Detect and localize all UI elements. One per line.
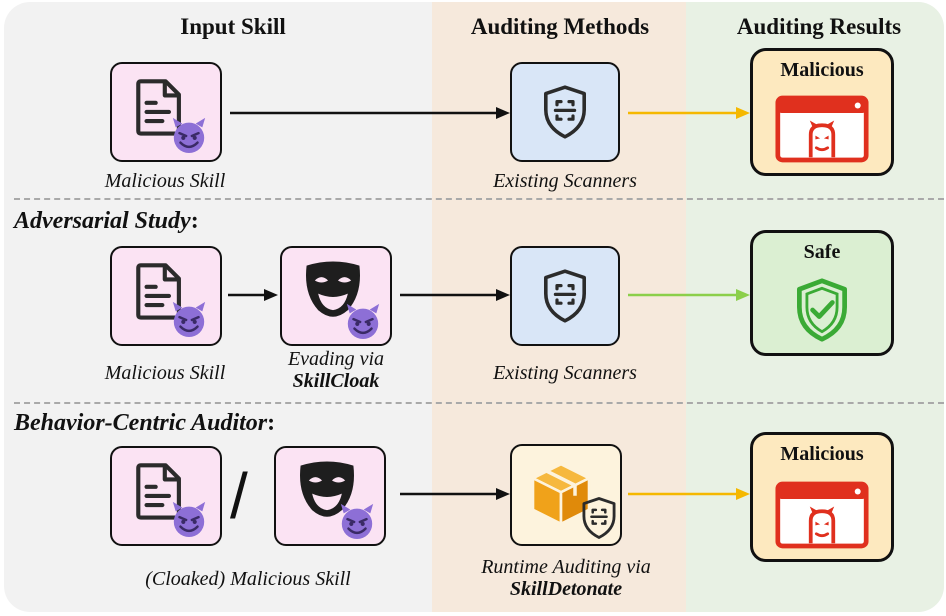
shield-scan-icon bbox=[580, 496, 618, 540]
browser-devil-icon bbox=[775, 481, 869, 549]
result-malicious-title: Malicious bbox=[780, 59, 864, 81]
existing-scanners-box-2 bbox=[510, 246, 620, 346]
result-safe-title: Safe bbox=[803, 241, 841, 263]
result-safe-box: Safe bbox=[750, 230, 894, 356]
runtime-auditing-label: Runtime Auditing via SkillDetonate bbox=[460, 556, 672, 600]
arrow-cloak-to-scanner bbox=[400, 289, 510, 301]
arrow-runtime-to-malicious bbox=[628, 488, 750, 500]
arrow-scanner-to-malicious bbox=[628, 107, 750, 119]
arrow-scanner-to-safe bbox=[628, 289, 750, 301]
shield-scan-icon bbox=[541, 268, 589, 324]
malicious-skill-label: Malicious Skill bbox=[104, 170, 226, 192]
header-input-skill: Input Skill bbox=[180, 14, 286, 39]
or-slash: / bbox=[230, 460, 248, 532]
header-auditing-methods: Auditing Methods bbox=[470, 14, 650, 39]
existing-scanners-box bbox=[510, 62, 620, 162]
devil-emoji-icon bbox=[170, 300, 208, 338]
runtime-tool: SkillDetonate bbox=[509, 578, 623, 600]
header-auditing-results: Auditing Results bbox=[736, 14, 902, 39]
browser-devil-icon bbox=[775, 95, 869, 163]
malicious-skill-box-3 bbox=[110, 446, 222, 546]
devil-emoji-icon bbox=[344, 302, 382, 340]
devil-emoji-icon bbox=[170, 500, 208, 538]
shield-check-icon bbox=[793, 277, 851, 343]
separator-2 bbox=[14, 402, 944, 404]
devil-emoji-icon bbox=[170, 116, 208, 154]
existing-scanners-label-2: Existing Scanners bbox=[493, 362, 637, 384]
skillcloak-mask-box bbox=[280, 246, 392, 346]
result-malicious-title-2: Malicious bbox=[780, 443, 864, 465]
result-malicious-box-2: Malicious bbox=[750, 432, 894, 562]
diagram-frame: Input Skill Auditing Methods Auditing Re… bbox=[4, 2, 944, 612]
malicious-skill-label-2: Malicious Skill bbox=[104, 362, 226, 384]
cloaked-malicious-skill-label: (Cloaked) Malicious Skill bbox=[145, 568, 351, 590]
shield-scan-icon bbox=[541, 84, 589, 140]
devil-emoji-icon bbox=[338, 502, 376, 540]
result-malicious-box: Malicious bbox=[750, 48, 894, 176]
evading-tool: SkillCloak bbox=[292, 370, 380, 392]
existing-scanners-label: Existing Scanners bbox=[493, 170, 637, 192]
malicious-skill-box-2 bbox=[110, 246, 222, 346]
arrow-skill-to-scanner bbox=[230, 107, 510, 119]
cloaked-mask-box bbox=[274, 446, 386, 546]
separator-1 bbox=[14, 198, 944, 200]
arrow-skill-to-cloak bbox=[228, 289, 278, 301]
section-behavior-centric-auditor: Behavior-Centric Auditor: bbox=[14, 410, 276, 436]
runtime-auditing-box bbox=[510, 444, 622, 546]
arrow-cloaked-to-runtime bbox=[400, 488, 510, 500]
evading-label: Evading via SkillCloak bbox=[256, 348, 416, 392]
section-adversarial-study: Adversarial Study: bbox=[14, 208, 199, 234]
malicious-skill-box bbox=[110, 62, 222, 162]
evading-prefix: Evading via bbox=[287, 348, 385, 370]
runtime-prefix: Runtime Auditing via bbox=[481, 556, 651, 578]
